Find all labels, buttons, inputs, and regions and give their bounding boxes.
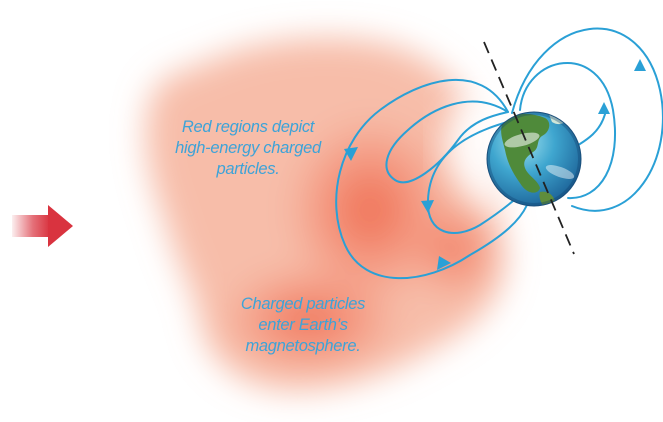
cloud-swirl	[504, 132, 540, 148]
caption-particles-region: Red regions depict high-energy charged p…	[148, 117, 348, 180]
field-arrow-5	[634, 59, 646, 71]
field-line-mid-night	[385, 100, 509, 184]
caption-magnetosphere-entry: Charged particles enter Earth’s magnetos…	[208, 294, 398, 357]
field-line-outer-day	[511, 27, 663, 212]
field-line-inner-night	[426, 119, 526, 234]
caption-line: enter Earth’s	[258, 316, 348, 334]
caption-line: particles.	[216, 160, 280, 178]
field-line-inner-day	[519, 61, 617, 200]
magnetic-axis-line	[483, 41, 575, 255]
field-direction-arrows	[344, 59, 646, 270]
field-arrow-1	[344, 147, 358, 161]
field-line-outer-night	[335, 78, 528, 280]
right-arrow-icon	[12, 205, 73, 247]
caption-line: Red regions depict	[181, 118, 315, 136]
caption-line: Charged particles	[240, 295, 366, 313]
cloud-swirl	[545, 165, 575, 179]
earth-globe-icon	[486, 111, 582, 207]
field-arrow-4	[598, 102, 610, 114]
field-arrow-3	[437, 256, 451, 270]
field-arrow-2	[421, 200, 434, 213]
caption-line: magnetosphere.	[245, 337, 361, 355]
charged-particle-cloud	[145, 37, 506, 391]
caption-line: high-energy charged	[175, 139, 321, 157]
south-america-landmass	[539, 191, 556, 206]
